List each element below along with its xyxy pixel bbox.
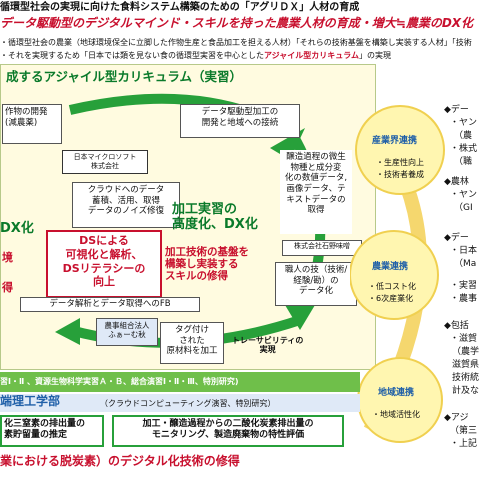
- nogyo-circle: [350, 230, 439, 320]
- chiiki-title: 地域連携: [378, 388, 415, 398]
- side-line: ・農事: [450, 294, 478, 304]
- shokunin-box: 職人の技（技術/ 経験/勘）の データ化: [275, 262, 357, 306]
- bottom-band-2: [0, 394, 360, 412]
- side-line: ◆農林: [444, 177, 469, 187]
- kako-red: 加工技術の基盤を 構築し実装する スキルの修得: [165, 246, 249, 283]
- side-line: ・実習: [450, 281, 478, 291]
- bottom-band-2-sub: （クラウドコンピューティング演習、特別研究）: [100, 399, 276, 408]
- yellow-cycle: [350, 105, 445, 443]
- left-top-box: 作物の開発 (減農薬): [2, 104, 62, 144]
- bottom-final: 業における脱炭素）のデジタル化技術の修得: [0, 454, 240, 468]
- cycle-arrowhead-2: [285, 300, 318, 330]
- side-line: （農学: [452, 347, 480, 357]
- side-line: （農: [454, 131, 473, 141]
- sangyo-item-1: ・生産性向上: [376, 158, 424, 167]
- trace-label: トレーサビリティの 実現: [232, 336, 304, 355]
- bottom-band-2-title: 端理工学部: [0, 394, 61, 408]
- sangyo-circle: [355, 105, 445, 195]
- chiiki-circle: [357, 357, 443, 443]
- bottom-band-1: [0, 372, 360, 392]
- side-line: ◆アジ: [444, 413, 469, 423]
- side-line: ・日本: [450, 246, 478, 256]
- side-line: 計及な: [452, 386, 480, 396]
- left-toku: 得: [2, 281, 13, 294]
- curriculum-title: 成するアジャイル型カリキュラム（実習）: [6, 69, 243, 84]
- nogyo-item-1: ・低コスト化: [368, 282, 416, 291]
- bottom-band-1-text: 習Ⅰ・Ⅱ 、資源生物科学実習Ａ・Ｂ、総合演習Ⅰ・Ⅱ・Ⅲ、特別研究): [0, 377, 239, 386]
- noukumi-box: 農事組合法人 ふぁーむ秋: [96, 318, 158, 346]
- bottom-box-2: 加工・醸造過程からの二酸化炭素排出量の モニタリング、製造廃棄物の特性評価: [112, 415, 344, 447]
- kako-title: 加工実習の 高度化、DX化: [172, 202, 258, 232]
- header-title: 循環型社会の実現に向けた食料システム構築のための「アグリＤＸ」人材の育成: [0, 2, 360, 13]
- bottom-box-1: 化三窒素の排出量の 素貯留量の推定: [0, 415, 104, 447]
- header-bullet-2-red: アジャイル型カリキュラム: [264, 51, 360, 60]
- header-bullet-2: ・それを実現するため「日本では類を見ない食の循環型実習を中心としたアジャイル型カ…: [0, 51, 391, 60]
- left-dx-fragment: DX化: [0, 221, 34, 236]
- center-top-box: データ駆動型加工の 開発と地域への接続: [180, 104, 300, 138]
- side-line: （GI: [454, 203, 473, 213]
- side-line: ・上記: [450, 439, 478, 449]
- sangyo-item-2: ・技術者養成: [376, 170, 424, 179]
- nogyo-item-2: ・6次産業化: [368, 294, 414, 303]
- header-bullet-1: ・循環型社会の農業（地球環境保全に立脚した作物生産と食品加工を担える人材）「それ…: [0, 38, 472, 47]
- side-line: ・ヤン: [450, 118, 478, 128]
- side-line: ◆デー: [444, 105, 469, 115]
- side-line: ◆包括: [444, 321, 469, 331]
- left-hinshitsu: 境: [2, 251, 13, 264]
- side-line: ・株式: [450, 144, 478, 154]
- side-line: 技術統: [452, 373, 480, 383]
- tag-box: タグ付け された 原材料を加工: [160, 322, 224, 364]
- cloud-box: クラウドへのデータ 蓄積、活用、取得 データのノイズ修復: [72, 182, 180, 228]
- side-line: （Ma: [454, 259, 477, 269]
- sangyo-title: 産業界連携: [372, 136, 418, 146]
- side-line: （職: [454, 157, 473, 167]
- chiiki-item-1: ・地域活性化: [372, 410, 420, 419]
- ds-box: DSによる 可視化と解析、 DSリテラシーの 向上: [46, 230, 162, 298]
- header-slogan: データ駆動型のデジタルマインド・スキルを持った農業人材の育成・増大≒農業のDX化: [0, 16, 474, 30]
- header-bullet-2-tail: 」の実現: [359, 51, 392, 60]
- side-line: （第三: [450, 426, 478, 436]
- side-line: ・滋賀: [450, 334, 478, 344]
- side-line: 滋賀県: [452, 360, 480, 370]
- fb-box: データ解析とデータ取得へのFB: [20, 297, 200, 312]
- cycle-arrowhead-3: [55, 318, 80, 345]
- header-bullet-2-text: ・それを実現するため「日本では類を見ない食の循環型実習を中心とした: [0, 51, 264, 60]
- side-line: ・ヤン: [450, 190, 478, 200]
- side-line: ◆デー: [444, 233, 469, 243]
- nogyo-title: 農業連携: [372, 262, 409, 272]
- jozo-box: 醸造過程の微生 物種と成分変 化の数値データ, 画像データ、テ キストデータの …: [280, 150, 352, 234]
- side-column: ◆デー ・ヤン （農 ・株式 （職 ◆農林 ・ヤン （GI ◆デー ・日本 （M…: [444, 100, 480, 480]
- microsoft-box: 日本マイクロソフト 株式会社: [62, 150, 148, 174]
